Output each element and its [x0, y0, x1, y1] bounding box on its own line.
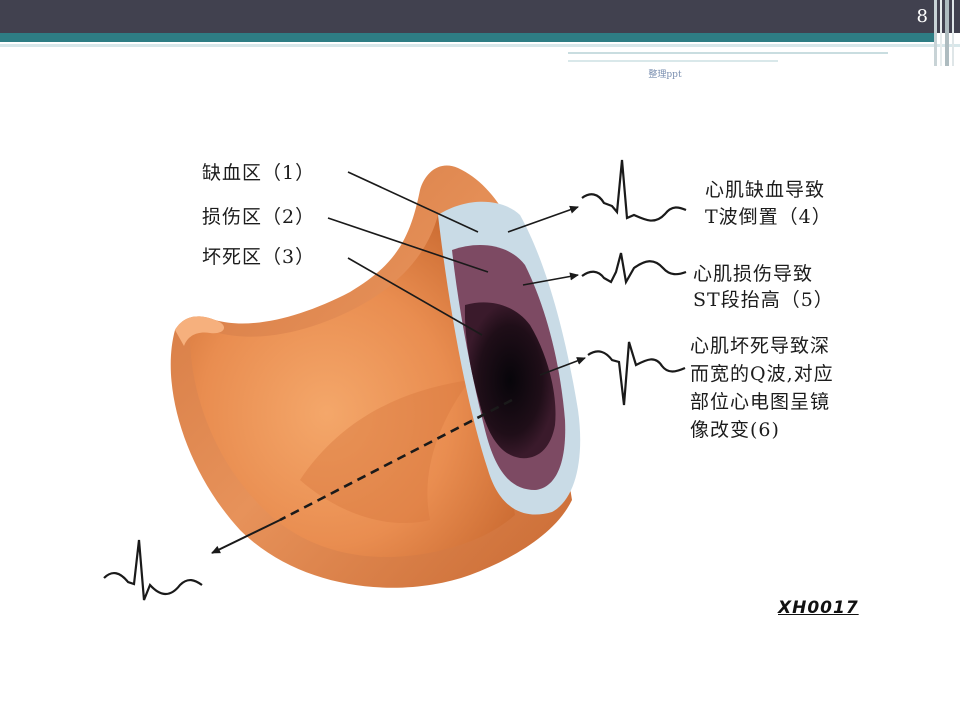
mirror-arrow [211, 519, 281, 554]
label-injury-effect-1: 心肌损伤导致 [693, 263, 814, 285]
label-ischemia-zone: 缺血区（1） [202, 162, 316, 184]
header-rule-short [568, 52, 888, 54]
ecg-t-wave-inversion [581, 159, 687, 222]
label-necrosis-effect-1: 心肌坏死导致深 [690, 335, 831, 357]
arrow-to-q-wave [539, 357, 586, 376]
label-necrosis-effect-2: 而宽的Q波,对应 [690, 363, 834, 385]
inner-fold-shadow [300, 380, 470, 524]
ecg-st-elevation [581, 252, 687, 286]
leader-line-injury [327, 217, 489, 273]
label-ischemia-effect-2: T波倒置（4） [705, 206, 832, 228]
arrow-to-st-elevation [522, 272, 579, 286]
wall-rim-highlight [175, 316, 225, 346]
header-bar [0, 0, 960, 33]
myocardium-wall-inner [190, 215, 515, 558]
arrow-to-t-wave [507, 205, 579, 233]
header-accent-bar [0, 33, 935, 42]
ecg-mirror-change [103, 539, 203, 601]
figure-code: XH0017 [778, 598, 859, 618]
necrosis-zone [464, 302, 556, 459]
ecg-q-wave [587, 341, 686, 406]
label-necrosis-effect-3: 部位心电图呈镜 [690, 391, 831, 413]
header-edge-decoration [932, 0, 960, 70]
leader-line-necrosis [347, 257, 483, 336]
label-injury-zone: 损伤区（2） [202, 206, 316, 228]
label-ischemia-effect-1: 心肌缺血导致 [705, 179, 826, 201]
watermark: 整理ppt [648, 70, 682, 80]
leader-line-ischemia [347, 171, 479, 233]
label-necrosis-zone: 坏死区（3） [202, 246, 316, 268]
label-necrosis-effect-4: 像改变(6) [690, 419, 780, 441]
page-number: 8 [916, 6, 928, 27]
header-rule-shorter [568, 60, 778, 62]
mirror-dashed-line [279, 398, 513, 522]
header-rule [0, 44, 960, 47]
label-injury-effect-2: ST段抬高（5） [693, 289, 834, 311]
